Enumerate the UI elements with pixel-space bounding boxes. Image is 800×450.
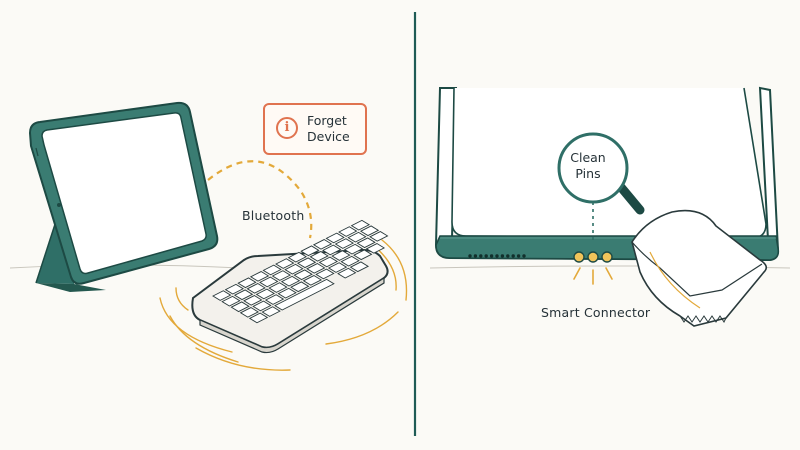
- connector-rays: [573, 267, 613, 285]
- connector-pin: [573, 251, 585, 263]
- cleaning-cloth: [631, 209, 768, 327]
- keyboard-key: [221, 295, 241, 307]
- grille-hole: [479, 254, 483, 258]
- grille-hole: [506, 254, 510, 258]
- keyboard-key: [331, 250, 351, 261]
- connector-pin: [587, 251, 599, 263]
- keyboard-key: [271, 270, 292, 281]
- forget-device-button[interactable]: i Forget Device: [263, 103, 367, 155]
- bluetooth-keyboard: [191, 219, 389, 354]
- tablet: [28, 101, 219, 285]
- keyboard-key: [309, 251, 329, 262]
- keyboard-key: [249, 271, 270, 282]
- keyboard-key: [359, 225, 380, 237]
- grille-hole: [511, 254, 515, 258]
- keyboard-key: [287, 251, 308, 263]
- keyboard-key: [365, 243, 386, 254]
- tablet-closeup: [434, 86, 780, 262]
- keyboard-key: [237, 277, 257, 289]
- keyboard-key: [233, 289, 254, 301]
- keyboard-key: [252, 300, 272, 312]
- keyboard-key: [334, 238, 355, 249]
- clean-pins-label: Clean Pins: [556, 150, 620, 182]
- keyboard-key: [284, 263, 304, 275]
- grille-hole: [489, 254, 494, 258]
- keyboard-key: [315, 268, 335, 280]
- keyboard-key: [248, 312, 269, 324]
- keyboard-key: [290, 281, 310, 293]
- bluetooth-label: Bluetooth: [242, 208, 305, 223]
- grille-hole: [516, 254, 521, 258]
- grille-hole: [468, 254, 472, 258]
- keyboard-key: [275, 258, 295, 269]
- forget-label-line1: Forget: [307, 113, 347, 128]
- smart-connector-label: Smart Connector: [541, 305, 651, 320]
- connector-pin: [601, 251, 613, 263]
- info-icon: i: [276, 117, 298, 139]
- keyboard-key: [268, 282, 288, 293]
- grille-hole: [500, 254, 505, 258]
- keyboard-key: [224, 283, 245, 295]
- keyboard-key: [318, 256, 339, 268]
- grille-hole: [484, 254, 488, 258]
- magnifier-icon: [557, 132, 645, 215]
- keyboard-key: [296, 257, 317, 269]
- keyboard-key: [212, 290, 232, 301]
- keyboard-key: [349, 261, 370, 273]
- keyboard-key: [306, 263, 326, 274]
- keyboard-key: [274, 278, 335, 311]
- keyboard-key: [343, 243, 364, 255]
- keyboard-key: [255, 288, 276, 300]
- keyboard-key: [302, 275, 323, 286]
- keyboard-key: [347, 231, 367, 243]
- keyboard-key: [350, 219, 371, 231]
- keyboard-keys: [212, 219, 389, 324]
- tablet-camera: [57, 203, 61, 207]
- forget-device-label: Forget Device: [307, 113, 367, 145]
- keyboard-key: [277, 287, 297, 299]
- keyboard-key: [312, 239, 333, 250]
- keyboard-key: [353, 249, 373, 261]
- smart-connector-pins: [573, 251, 613, 263]
- keyboard-key: [325, 232, 345, 244]
- keyboard-key: [337, 267, 357, 279]
- grille-hole: [522, 254, 526, 258]
- keyboard-key: [322, 244, 342, 256]
- clean-label-line1: Clean: [570, 150, 606, 165]
- keyboard-key: [239, 307, 260, 318]
- keyboard-key: [369, 231, 389, 242]
- keyboard-key: [293, 269, 313, 281]
- bluetooth-link: [207, 160, 313, 239]
- keyboard-key: [356, 237, 376, 249]
- grille-hole: [473, 254, 478, 258]
- keyboard-key: [264, 294, 285, 305]
- speaker-grille: [468, 254, 526, 258]
- keyboard-key: [259, 276, 279, 288]
- clean-label-line2: Pins: [575, 166, 601, 181]
- keyboard-key: [327, 262, 348, 273]
- keyboard-key: [338, 226, 358, 237]
- keyboard-key: [243, 295, 263, 306]
- keyboard-key: [261, 306, 281, 317]
- keyboard-key: [262, 264, 282, 276]
- forget-label-line2: Device: [307, 129, 350, 144]
- keyboard-key: [246, 283, 266, 294]
- keyboard-key: [230, 301, 250, 313]
- grille-hole: [495, 254, 499, 258]
- keyboard-key: [340, 255, 360, 267]
- keyboard-key: [280, 275, 301, 287]
- keyboard-key: [300, 245, 320, 257]
